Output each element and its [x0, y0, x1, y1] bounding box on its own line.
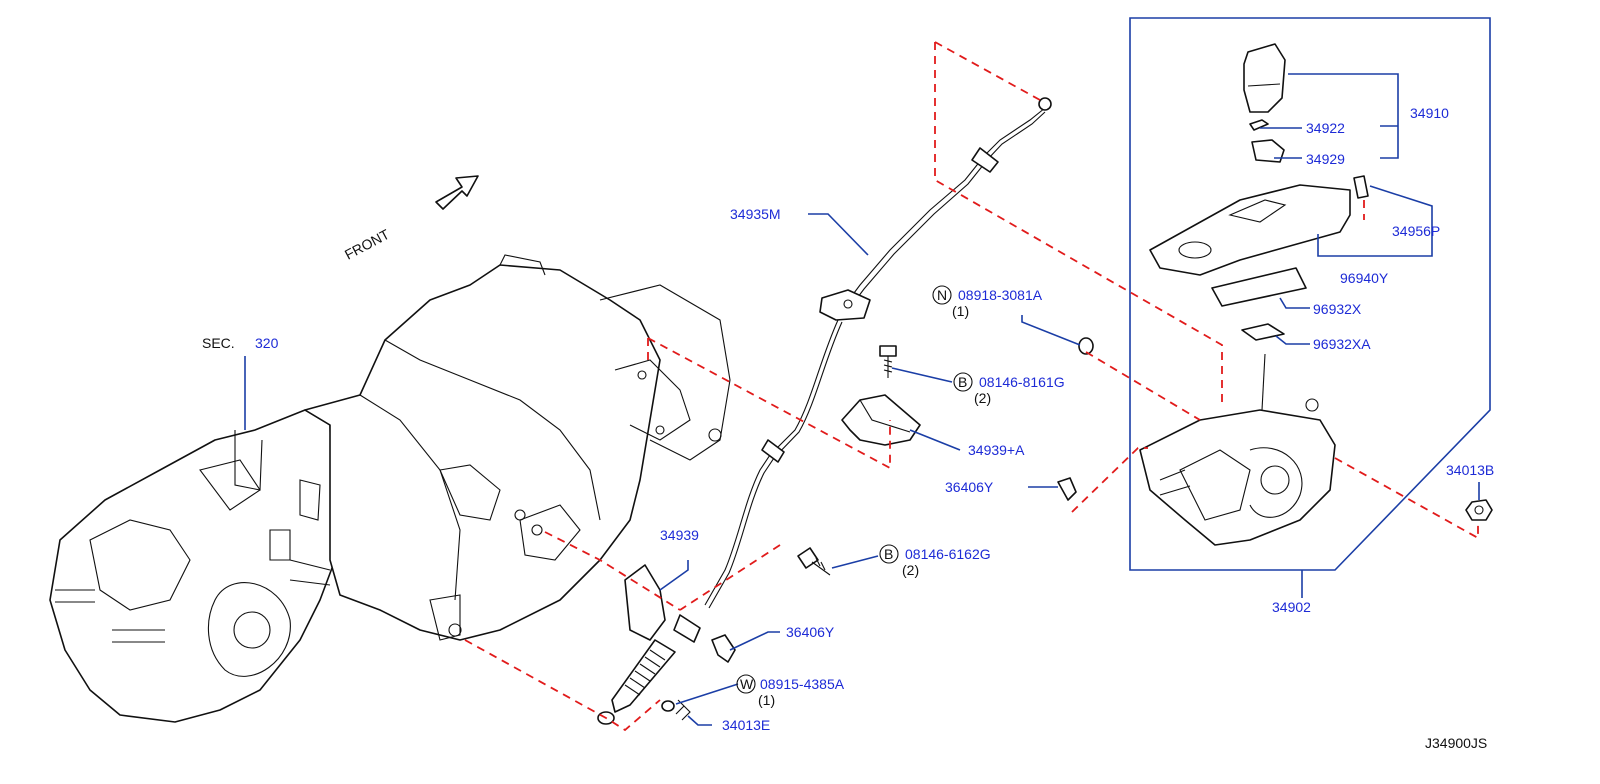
part-36406y-upper-label[interactable]: 36406Y: [945, 479, 994, 495]
part-34013b-label[interactable]: 34013B: [1446, 462, 1494, 478]
indicator-panel-icon: [1149, 184, 1351, 276]
part-08146-8161g-qty: (2): [974, 390, 991, 406]
pin-34013e-icon: [675, 699, 691, 721]
part-34939-label[interactable]: 34939: [660, 527, 699, 543]
symbol-b-icon: [953, 372, 973, 392]
shift-knob-icon: [1243, 43, 1286, 113]
insert-34922-icon: [1249, 119, 1269, 131]
part-34922-label[interactable]: 34922: [1306, 120, 1345, 136]
part-08146-8161g-label[interactable]: 08146-8161G: [979, 374, 1065, 390]
part-08918-qty: (1): [952, 303, 969, 319]
part-34013e-label[interactable]: 34013E: [722, 717, 770, 733]
symbol-w-icon: [736, 674, 756, 694]
part-34939a-label[interactable]: 34939+A: [968, 442, 1025, 458]
plate-96932xa-icon: [1241, 323, 1285, 341]
clip-36406y-lower-icon: [711, 634, 736, 663]
bracket-34939: [624, 564, 666, 641]
bracket-34939a: [841, 394, 921, 446]
tab-34956p-icon: [1353, 175, 1369, 199]
symbol-b-8161: B: [958, 374, 967, 390]
shifter-assembly-box: [1129, 17, 1491, 571]
callout-leaders: [244, 73, 1480, 726]
part-34902-label[interactable]: 34902: [1272, 599, 1311, 615]
symbol-n: N: [937, 287, 947, 303]
part-08915-label[interactable]: 08915-4385A: [760, 676, 845, 692]
symbol-b-6162: B: [884, 546, 893, 562]
part-96932xa-label[interactable]: 96932XA: [1313, 336, 1371, 352]
sec-prefix: SEC.: [202, 335, 235, 351]
symbol-n-icon: [932, 285, 952, 305]
part-96932x-label[interactable]: 96932X: [1313, 301, 1362, 317]
part-08146-6162g-label[interactable]: 08146-6162G: [905, 546, 991, 562]
bolt-08146-6162g-icon: [797, 547, 831, 576]
symbol-b-icon-2: [879, 544, 899, 564]
plate-96932x-icon: [1211, 267, 1307, 307]
washer-08915-icon: [661, 700, 675, 712]
nut-08918-icon: [1078, 337, 1094, 355]
transmission-assembly: [49, 254, 731, 723]
part-36406y-lower-label[interactable]: 36406Y: [786, 624, 835, 640]
clip-36406y-upper-icon: [1057, 477, 1077, 501]
part-96940y-label[interactable]: 96940Y: [1340, 270, 1389, 286]
part-08915-qty: (1): [758, 692, 775, 708]
part-34910-label[interactable]: 34910: [1410, 105, 1449, 121]
part-34935m-label[interactable]: 34935M: [730, 206, 781, 222]
diagram-code: J34900JS: [1425, 735, 1487, 751]
part-34929-label[interactable]: 34929: [1306, 151, 1345, 167]
shifter-device-icon: [1139, 353, 1336, 546]
phantom-lines: [464, 41, 1479, 732]
control-cable: [597, 97, 1052, 725]
part-08918-label[interactable]: 08918-3081A: [958, 287, 1043, 303]
part-34956p-label[interactable]: 34956P: [1392, 223, 1440, 239]
bolt-08146-8161g-icon: [879, 345, 897, 378]
front-label: FRONT: [342, 226, 392, 263]
symbol-w: W: [740, 676, 754, 692]
front-arrow-icon: [435, 175, 479, 210]
sec-number-link[interactable]: 320: [255, 335, 279, 351]
part-08146-6162g-qty: (2): [902, 562, 919, 578]
nut-34013b-icon: [1465, 499, 1493, 521]
cover-34929-icon: [1251, 139, 1285, 163]
